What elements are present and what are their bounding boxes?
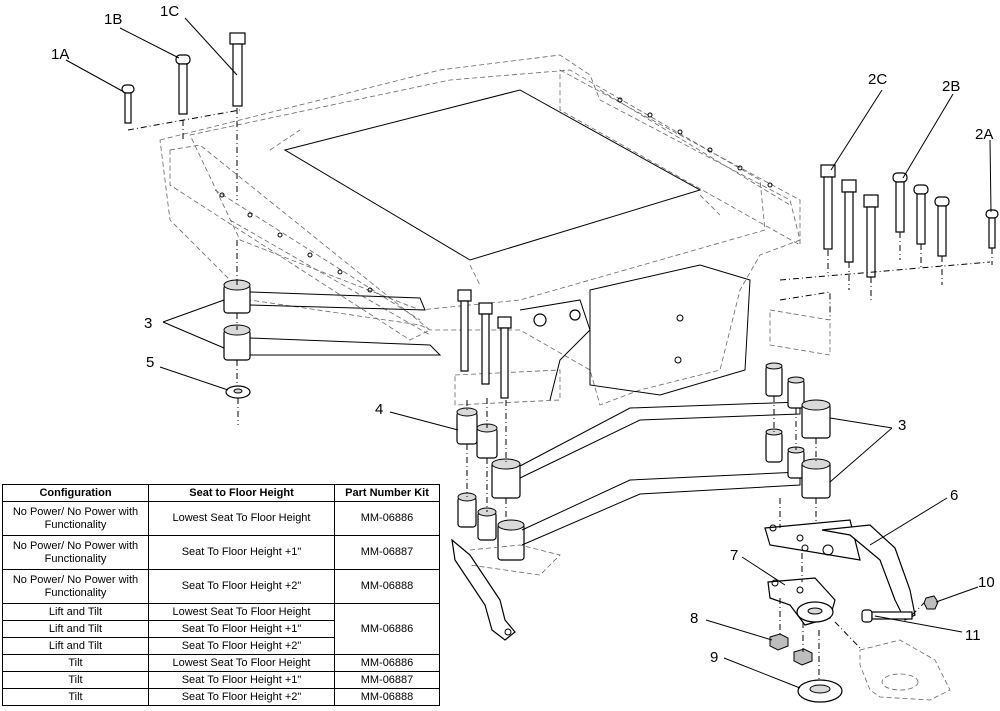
cell-height: Lowest Seat To Floor Height [148,603,335,621]
callout-3-left: 3 [144,315,152,332]
cell-configuration: Lift and Tilt [2,620,149,638]
callout-4: 4 [375,401,383,418]
callout-1B: 1B [104,11,122,28]
bolt-1A [121,84,135,124]
cell-height: Seat To Floor Height +1" [148,620,335,638]
cell-configuration: Tilt [2,688,149,706]
spacers-left [223,240,442,425]
cell-height: Seat To Floor Height +2" [148,688,335,706]
cell-configuration: No Power/ No Power with Functionality [2,501,149,536]
cell-height: Seat To Floor Height +1" [148,535,335,570]
header-seat-to-floor-height: Seat to Floor Height [148,484,335,502]
table-row: No Power/ No Power with Functionality Lo… [2,501,440,536]
cell-kit: MM-06886 [334,654,440,672]
bolt-2B-set [892,172,950,257]
leader-lines [65,17,992,689]
table-row: Lift and Tilt Lowest Seat To Floor Heigh… [2,603,440,655]
callout-9: 9 [710,649,718,666]
seat-frame [159,54,831,406]
callout-10: 10 [978,574,995,591]
callout-1A: 1A [51,46,69,63]
table-row: Lift and Tilt Seat To Floor Height +1" [2,620,440,638]
cell-configuration: No Power/ No Power with Functionality [2,535,149,570]
bolt-2A [985,209,999,249]
part-number-kit-table: Configuration Seat to Floor Height Part … [2,484,440,706]
nut-8 [769,633,813,666]
header-configuration: Configuration [2,484,149,502]
callout-7: 7 [730,547,738,564]
table-row: Tilt Seat To Floor Height +1" MM-06887 [2,671,440,689]
cell-kit: MM-06887 [334,535,440,570]
callout-2A: 2A [975,126,993,143]
center-bolts [457,289,512,399]
cell-configuration: Lift and Tilt [2,637,149,655]
callout-3-right: 3 [898,417,906,434]
callout-2B: 2B [942,78,960,95]
cell-height: Lowest Seat To Floor Height [148,654,335,672]
cell-kit: MM-06888 [334,688,440,706]
table-row: No Power/ No Power with Functionality Se… [2,535,440,570]
table-row: No Power/ No Power with Functionality Se… [2,569,440,604]
cell-configuration: Tilt [2,671,149,689]
nut-10 [923,595,939,610]
bolt-2C-set [820,164,879,278]
callout-labels: 1A 1B 1C 2C 2B 2A 3 5 4 3 6 7 10 8 11 9 [51,3,995,666]
callout-2C: 2C [868,71,887,88]
table-header-row: Configuration Seat to Floor Height Part … [2,484,440,502]
cell-kit: MM-06886 [334,603,440,655]
callout-6: 6 [950,487,958,504]
leg-bracket-left [451,538,561,641]
lower-plate-dashed [859,639,951,701]
cell-kit: MM-06888 [334,569,440,604]
table-row: Tilt Seat To Floor Height +2" MM-06888 [2,688,440,706]
callout-11: 11 [965,627,981,644]
cell-configuration: Lift and Tilt [2,603,149,621]
callout-5: 5 [146,354,154,371]
header-part-number-kit: Part Number Kit [334,484,440,502]
bolt-1B [175,54,191,115]
cell-configuration: No Power/ No Power with Functionality [2,569,149,604]
cell-height: Seat To Floor Height +2" [148,569,335,604]
cell-height: Lowest Seat To Floor Height [148,501,335,536]
cell-height: Seat To Floor Height +1" [148,671,335,689]
cell-configuration: Tilt [2,654,149,672]
washer-9 [797,679,843,703]
table-row: Tilt Lowest Seat To Floor Height MM-0688… [2,654,440,672]
cell-kit: MM-06887 [334,671,440,689]
cell-kit: MM-06886 [334,501,440,536]
plate-7 [767,577,836,626]
callout-8: 8 [690,610,698,627]
cell-height: Seat To Floor Height +2" [148,637,335,655]
spacers-center [456,362,831,561]
table-row: Lift and Tilt Seat To Floor Height +2" [2,637,440,655]
bolt-11 [861,609,913,623]
callout-1C: 1C [160,3,179,20]
bracket-6 [764,519,916,621]
bolt-1C [229,32,246,107]
